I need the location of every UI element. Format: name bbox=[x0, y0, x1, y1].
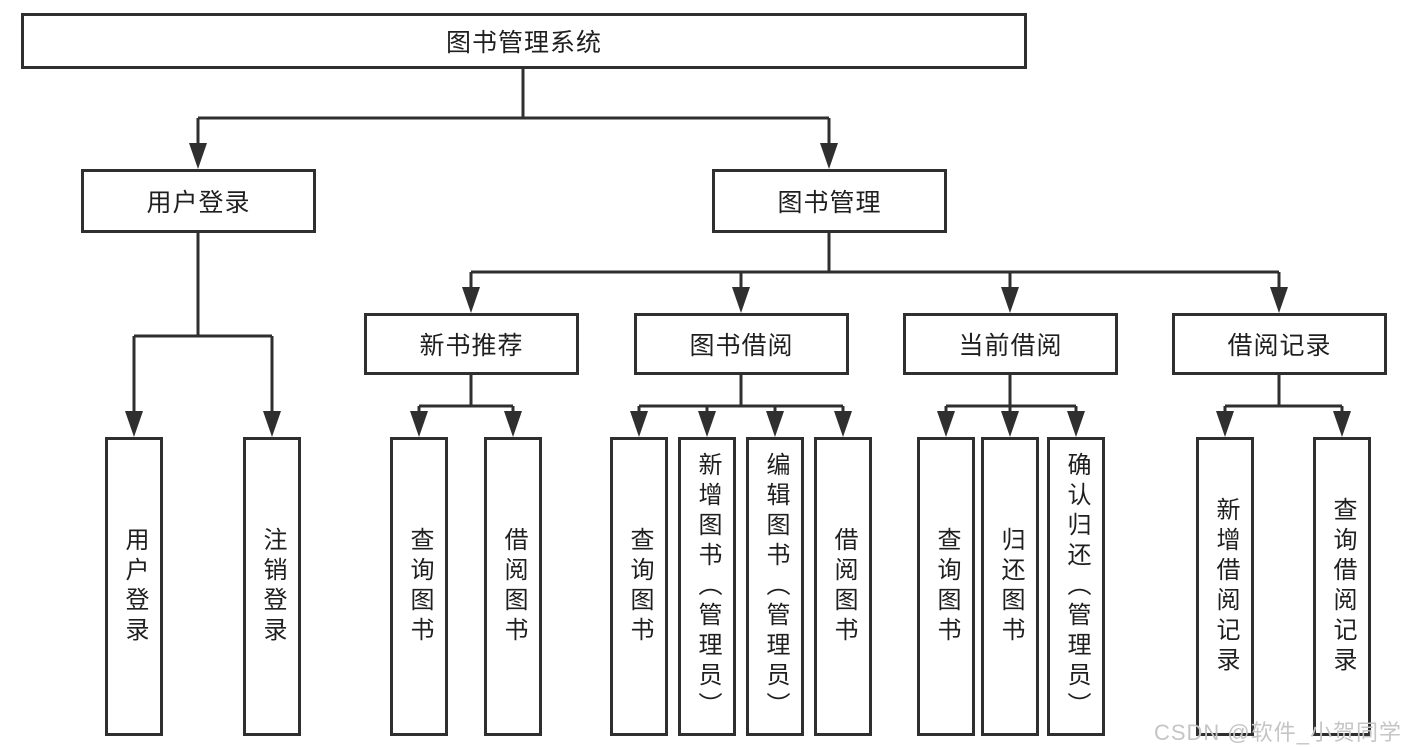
node-book-borrow: 图书借阅 bbox=[634, 313, 849, 375]
leaf-add-books-admin: 新增图书（管理员） bbox=[678, 437, 736, 736]
node-borrow-records-label: 借阅记录 bbox=[1227, 332, 1332, 360]
node-book-management-label: 图书管理 bbox=[777, 189, 882, 217]
leaf-user-login: 用户登录 bbox=[105, 437, 163, 736]
leaf-query-books-3-label: 查询图书 bbox=[933, 526, 960, 647]
csdn-watermark: CSDN @软件_小贺同学 bbox=[1153, 720, 1402, 745]
leaf-add-borrow-record-label: 新增借阅记录 bbox=[1212, 496, 1239, 677]
leaf-borrow-books-1: 借阅图书 bbox=[484, 437, 542, 736]
node-user-login: 用户登录 bbox=[81, 169, 316, 233]
node-new-book-recommend-label: 新书推荐 bbox=[419, 332, 524, 360]
node-current-borrow-label: 当前借阅 bbox=[958, 332, 1063, 360]
node-new-book-recommend: 新书推荐 bbox=[364, 313, 579, 375]
leaf-query-books-1: 查询图书 bbox=[390, 437, 448, 736]
leaf-query-borrow-record-label: 查询借阅记录 bbox=[1329, 496, 1356, 677]
leaf-query-books-2: 查询图书 bbox=[610, 437, 668, 736]
leaf-borrow-books-1-label: 借阅图书 bbox=[500, 526, 527, 647]
leaf-add-books-admin-label: 新增图书（管理员） bbox=[694, 451, 721, 722]
node-user-login-label: 用户登录 bbox=[146, 189, 251, 217]
leaf-edit-books-admin-label: 编辑图书（管理员） bbox=[762, 451, 789, 722]
leaf-borrow-books-2: 借阅图书 bbox=[814, 437, 872, 736]
leaf-borrow-books-2-label: 借阅图书 bbox=[830, 526, 857, 647]
node-library-system-label: 图书管理系统 bbox=[445, 29, 602, 57]
arrowheads bbox=[125, 143, 1351, 437]
leaf-return-books-label: 归还图书 bbox=[997, 526, 1024, 647]
node-book-management: 图书管理 bbox=[712, 169, 947, 233]
leaf-return-books: 归还图书 bbox=[981, 437, 1039, 736]
node-current-borrow: 当前借阅 bbox=[903, 313, 1118, 375]
leaf-confirm-return-admin-label: 确认归还（管理员） bbox=[1063, 451, 1090, 722]
leaf-user-login-label: 用户登录 bbox=[121, 526, 148, 647]
leaf-edit-books-admin: 编辑图书（管理员） bbox=[746, 437, 804, 736]
leaf-logout-label: 注销登录 bbox=[259, 526, 286, 647]
tree-edges bbox=[132, 69, 1344, 415]
leaf-query-books-1-label: 查询图书 bbox=[406, 526, 433, 647]
leaf-query-books-2-label: 查询图书 bbox=[626, 526, 653, 647]
leaf-add-borrow-record: 新增借阅记录 bbox=[1196, 437, 1254, 736]
node-borrow-records: 借阅记录 bbox=[1172, 313, 1387, 375]
leaf-confirm-return-admin: 确认归还（管理员） bbox=[1047, 437, 1105, 736]
leaf-logout: 注销登录 bbox=[243, 437, 301, 736]
leaf-query-books-3: 查询图书 bbox=[917, 437, 975, 736]
node-book-borrow-label: 图书借阅 bbox=[689, 332, 794, 360]
leaf-query-borrow-record: 查询借阅记录 bbox=[1313, 437, 1371, 736]
node-library-system: 图书管理系统 bbox=[21, 13, 1027, 69]
